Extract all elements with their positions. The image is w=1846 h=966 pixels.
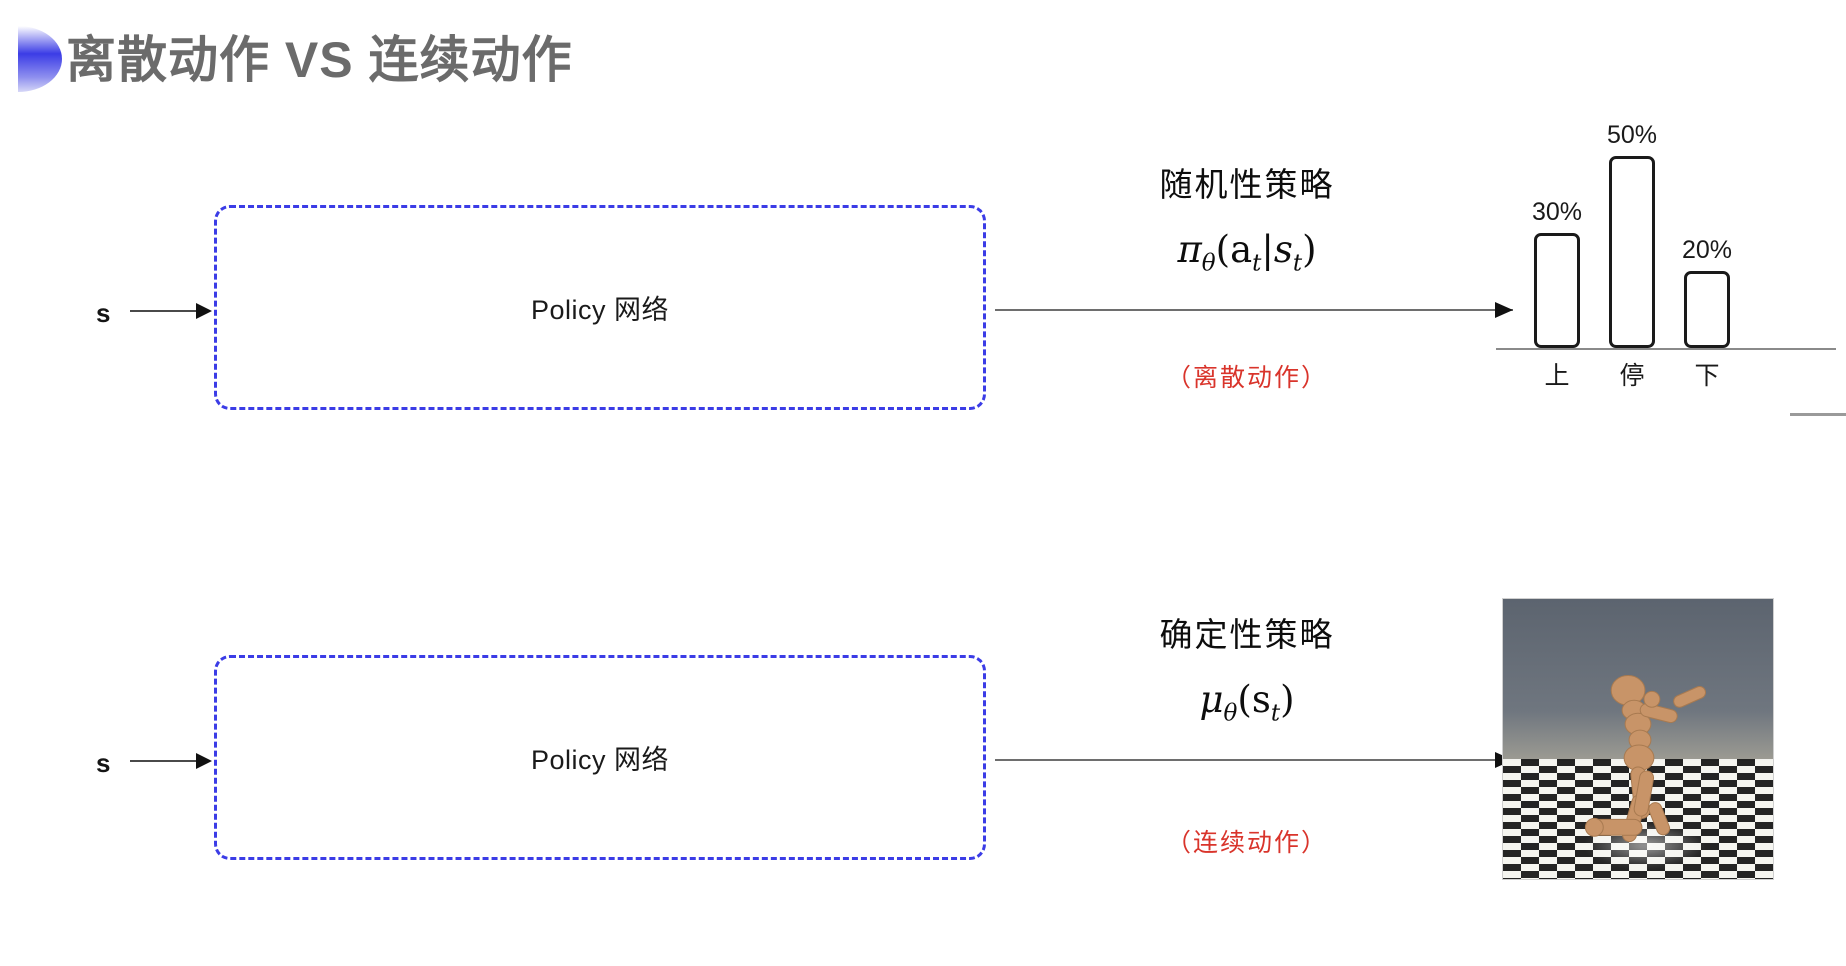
arrow-shaft [995, 309, 1513, 311]
arrow-shaft [130, 310, 200, 312]
formula-pipe-state: |s [1261, 228, 1293, 271]
formula-close-paren: ) [1302, 228, 1317, 271]
tick-label-down: 下 [1694, 362, 1720, 390]
policy-type-label-discrete: 随机性策略 [1159, 166, 1335, 203]
output-arrow-discrete [995, 298, 1513, 322]
action-probability-bar-chart: 30% 50% 20% 上 停 下 [1496, 98, 1846, 398]
chart-bars: 30% 50% 20% [1532, 118, 1784, 348]
bar-value-label: 20% [1681, 236, 1733, 265]
formula-sub-t-action: t [1252, 250, 1262, 277]
chart-tick-labels: 上 停 下 [1534, 356, 1784, 392]
bar-group-up: 30% [1532, 198, 1582, 348]
action-tag-discrete: （离散动作） [1165, 364, 1328, 392]
formula-open-paren: (a [1215, 228, 1253, 271]
humanoid-figure-icon [1584, 674, 1707, 843]
formula-open-paren: (s [1237, 678, 1271, 721]
tick-label-stop: 停 [1619, 362, 1645, 390]
arrow-head-icon [196, 753, 212, 769]
arrow-shaft [995, 759, 1513, 761]
title-bullet-icon [18, 26, 62, 92]
formula-sub-t-state: t [1292, 250, 1303, 277]
formula-sub-t-state: t [1270, 700, 1281, 727]
state-input-label-discrete: s [96, 298, 111, 328]
formula-close-paren: ) [1280, 678, 1295, 721]
chart-baseline-axis [1496, 348, 1836, 350]
formula-theta: θ [1223, 700, 1238, 727]
policy-network-box-discrete[interactable]: Policy 网络 [214, 205, 986, 410]
input-arrow-discrete [130, 300, 218, 322]
policy-network-label: Policy 网络 [530, 295, 670, 325]
bar-rect [1609, 156, 1655, 348]
annotation-stochastic-policy: 随机性策略 πθ(at|st) [1082, 158, 1412, 276]
formula-theta: θ [1201, 250, 1216, 277]
bar-value-label: 50% [1606, 121, 1658, 150]
humanoid-simulation-image [1502, 598, 1774, 880]
arrow-shaft [130, 760, 200, 762]
bar-group-stop: 50% [1607, 121, 1657, 348]
slide-left-edge [0, 0, 3, 966]
formula-deterministic-policy: μθ(st) [1082, 678, 1412, 726]
input-arrow-continuous [130, 750, 218, 772]
policy-network-box-continuous[interactable]: Policy 网络 [214, 655, 986, 860]
arrow-head-icon [196, 303, 212, 319]
bar-group-down: 20% [1682, 236, 1732, 348]
output-arrow-continuous [995, 748, 1513, 772]
action-tag-continuous: （连续动作） [1165, 829, 1328, 857]
arrow-head-icon [1495, 302, 1513, 318]
policy-network-label: Policy 网络 [530, 745, 670, 775]
annotation-deterministic-policy: 确定性策略 μθ(st) [1082, 608, 1412, 726]
bar-rect [1534, 233, 1580, 348]
axis-extension-line [1790, 413, 1846, 416]
bar-value-label: 30% [1531, 198, 1583, 226]
formula-stochastic-policy: πθ(at|st) [1082, 228, 1412, 276]
formula-pi: π [1177, 228, 1202, 271]
formula-mu: μ [1199, 678, 1224, 721]
page-title: 离散动作 VS 连续动作 [66, 32, 573, 88]
tick-label-up: 上 [1544, 362, 1570, 390]
bar-rect [1684, 271, 1730, 348]
state-input-label-continuous: s [96, 748, 111, 778]
policy-type-label-continuous: 确定性策略 [1159, 616, 1335, 653]
